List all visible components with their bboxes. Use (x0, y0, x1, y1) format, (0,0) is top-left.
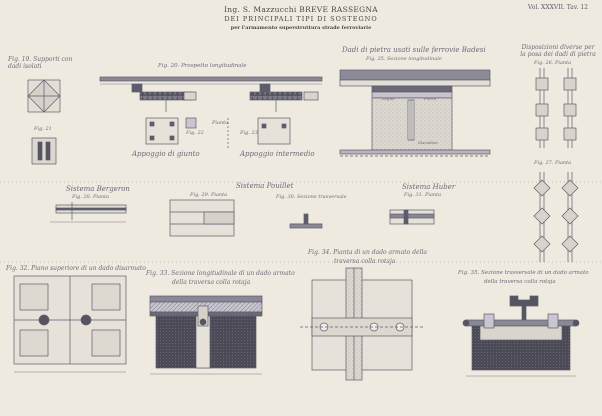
label-pietra: Pietra (424, 96, 437, 101)
caption-fig35-line2: della traversa colla rotaja (484, 279, 556, 285)
caption-fig19: Fig. 19. Supporti con dadi isolati (8, 56, 73, 70)
caption-fig29: Fig. 29. Pianta (190, 192, 228, 198)
caption-fig21: Fig. 21 (34, 126, 52, 132)
caption-fig27: Fig. 27. Pianta (534, 160, 572, 166)
caption-fig20: Fig. 20. Prospetto longitudinale (158, 63, 247, 69)
pouillet-system-plan (169, 199, 323, 237)
caption-fig28: Fig. 28. Pianta (72, 194, 110, 200)
label-macadam: Macadam (418, 140, 438, 145)
caption-fig22: Fig. 22 (186, 130, 204, 136)
huber-system-plan (389, 209, 435, 225)
caption-disposizioni: Disposizioni diverse per la posa dei dad… (520, 44, 596, 58)
fig21-23-plan (145, 117, 291, 150)
caption-pouillet: Sistema Pouillet (236, 182, 294, 190)
caption-bergeron: Sistema Bergeron (66, 185, 130, 193)
fig32-stone-top-view (13, 275, 127, 373)
caption-appoggio-intermedio: Appoggio intermedio (240, 150, 315, 158)
fig33-armed-block-section (149, 295, 263, 375)
caption-appoggio-giunto: Appoggio di giunto (132, 150, 200, 158)
sheet-description: per l'armamento superstruttura strade fe… (230, 25, 372, 31)
sheet-author-title: Ing. S. Mazzucchi BREVE RASSEGNA (223, 5, 379, 14)
caption-fig31: Fig. 31. Pianta (404, 192, 442, 198)
caption-dadi-title: Dadi di pietra usati sulle ferrovie Bade… (342, 46, 486, 54)
fig26-27-layouts (533, 68, 579, 262)
caption-fig26: Fig. 26. Pianta (534, 60, 572, 66)
fig34-armed-block-plan (300, 267, 424, 381)
caption-fig25: Fig. 25. Sezione longitudinale (366, 56, 442, 62)
sheet-subtitle: DEI PRINCIPALI TIPI DI SOSTEGNO (224, 15, 378, 23)
caption-huber: Sistema Huber (402, 183, 456, 191)
caption-fig33-line1: Fig. 33. Sezione longitudinale di un dad… (146, 270, 295, 277)
caption-pianta: Pianta (212, 120, 229, 126)
bergeron-system-plan (50, 202, 127, 223)
caption-fig30: Fig. 30. Sezione trasversale (276, 194, 347, 200)
caption-fig35-line1: Fig. 35. Sezione trasversale di un dado … (458, 270, 589, 276)
caption-fig23: Fig. 23 (240, 130, 258, 136)
caption-fig33-line2: della traversa colla rotaja (172, 279, 251, 286)
fig20-longitudinal-rail (99, 76, 323, 112)
label-legno: Legno (382, 96, 395, 101)
caption-fig34-line1: Fig. 34. Pianta di un dado armato della (308, 249, 428, 256)
volume-label: Vol. XXXVII. Tav. 12 (527, 4, 588, 11)
fig19-supports (27, 79, 61, 165)
fig25-stone-block-section (339, 69, 491, 157)
caption-fig32: Fig. 32. Piano superiore di un dado disa… (6, 265, 146, 272)
caption-fig34-line2: traversa colla rotaja (334, 258, 396, 265)
fig35-armed-block-cross-section (462, 295, 580, 377)
